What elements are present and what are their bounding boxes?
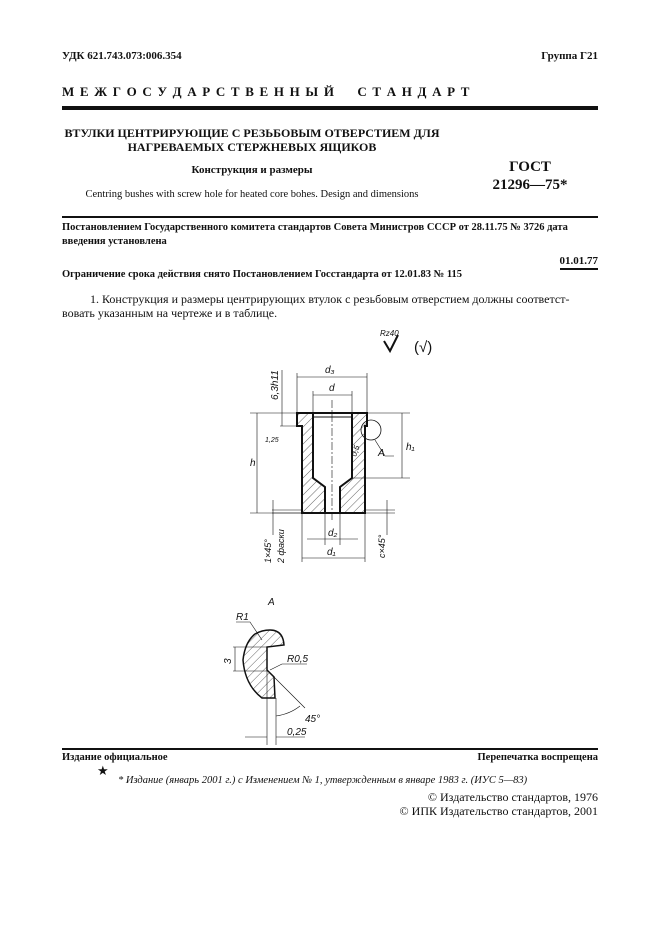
dim-h: h xyxy=(250,458,256,469)
english-title: Centring bushes with screw hole for heat… xyxy=(85,189,419,200)
chamfer-1x45: 1×45° xyxy=(263,539,273,563)
detail-dim-3: 3 xyxy=(223,658,234,664)
dim-d: d xyxy=(329,383,335,394)
decree-line-1: Постановлением Государственного комитета… xyxy=(62,222,568,233)
date-underline xyxy=(560,268,598,270)
decree-line-2: введения установлена xyxy=(62,236,167,247)
dim-r05: 0,5 xyxy=(349,444,361,458)
detail-dim-025: 0,25 xyxy=(287,727,307,738)
roughness-mark: Rz40 (√) xyxy=(380,329,432,356)
dim-thread: 6,3h11 xyxy=(270,370,281,400)
svg-text:Rz40: Rz40 xyxy=(380,329,399,338)
paragraph-1-line-2: вовать указанным на чертеже и в таблице. xyxy=(62,306,278,320)
title-line-2: НАГРЕВАЕМЫХ СТЕРЖНЕВЫХ ЯЩИКОВ xyxy=(127,140,377,154)
dimensions xyxy=(250,370,410,562)
reprint-prohibited: Перепечатка воспрещена xyxy=(477,752,598,763)
gost-label: ГОСТ xyxy=(509,159,551,175)
chamfer-note: 2 фаски xyxy=(276,529,286,564)
subtitle: Конструкция и размеры xyxy=(191,164,313,176)
detail-angle: 45° xyxy=(305,714,320,725)
header-rule xyxy=(62,106,598,110)
copyright-2001: © ИПК Издательство стандартов, 2001 xyxy=(399,804,598,818)
detail-r1: R1 xyxy=(236,612,249,623)
copyright-1976: © Издательство стандартов, 1976 xyxy=(427,790,598,804)
dim-d3: d₃ xyxy=(325,365,335,376)
effective-date: 01.01.77 xyxy=(559,255,599,267)
detail-r05: R0,5 xyxy=(287,654,309,665)
standard-type: М Е Ж Г О С У Д А Р С Т В Е Н Н Ы Й С Т … xyxy=(62,84,471,99)
gost-number: 21296—75* xyxy=(492,177,568,193)
dim-roughness-125: 1,25 xyxy=(265,437,279,444)
detail-a-title: A xyxy=(267,597,275,608)
star-mark: ★ xyxy=(97,763,109,778)
svg-text:(√): (√) xyxy=(414,339,432,356)
detail-a: A R1 R0,5 3 45° 0,25 xyxy=(223,597,320,745)
paragraph-1-line-1: 1. Конструкция и размеры центрирующих вт… xyxy=(90,292,570,306)
group-code: Группа Г21 xyxy=(541,50,598,62)
detail-ref-a: A xyxy=(377,448,385,459)
title-rule xyxy=(62,216,598,218)
official-edition: Издание официальное xyxy=(62,752,168,763)
dim-h1: h₁ xyxy=(406,442,415,453)
dim-d2: d₂ xyxy=(328,528,338,539)
footer-rule xyxy=(62,748,598,750)
bush-section xyxy=(296,400,382,520)
udk-code: УДК 621.743.073:006.354 xyxy=(62,50,182,62)
dim-d1: d₁ xyxy=(327,547,336,558)
edition-footnote: * Издание (январь 2001 г.) с Изменением … xyxy=(118,775,528,786)
chamfer-c: c×45° xyxy=(377,534,387,558)
limitation-note: Ограничение срока действия снято Постано… xyxy=(62,269,462,280)
title-line-1: ВТУЛКИ ЦЕНТРИРУЮЩИЕ С РЕЗЬБОВЫМ ОТВЕРСТИ… xyxy=(64,126,440,140)
